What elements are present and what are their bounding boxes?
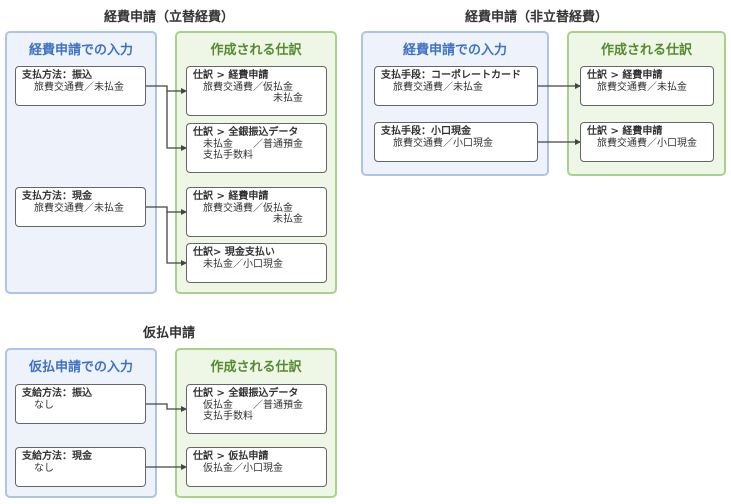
journal-box-expense: 仕訳 > 経費申請 旅費交通費／仮払金 未払金: [186, 66, 327, 116]
journal-box-heading: 仕訳 > 仮払申請: [193, 451, 269, 462]
input-box-heading: 支払方法：振込: [22, 70, 92, 81]
input-box-cash: 支払方法：現金 旅費交通費／未払金: [15, 187, 146, 227]
journal-box-line: 旅費交通費／未払金: [597, 81, 687, 93]
journal-box-advance-payment: 仕訳 > 仮払申請 仮払金／小口現金: [186, 447, 327, 487]
journal-box-line: 支払手数料: [203, 150, 253, 161]
journal-box-heading: 仕訳 > 経費申請: [587, 126, 663, 137]
section-title-advance-payment: 仮払申請: [143, 326, 196, 341]
journal-box-heading: 仕訳 > 経費申請: [193, 191, 269, 202]
output-panel-heading: 作成される仕訳: [210, 43, 302, 58]
connector-arrow: [146, 206, 187, 215]
section-title-reimbursed: 経費申請（立替経費）: [104, 10, 235, 25]
journal-box-line: 未払金: [203, 93, 303, 104]
journal-box-line: 旅費交通費／仮払金: [203, 202, 293, 214]
output-panel-heading: 作成される仕訳: [600, 43, 692, 58]
input-box-heading: 支払手段：小口現金: [381, 126, 471, 137]
input-box-entry: 旅費交通費／小口現金: [393, 137, 493, 149]
input-box-heading: 支払手段：コーポレートカード: [381, 70, 521, 81]
output-panel-heading: 作成される仕訳: [210, 360, 302, 375]
input-box-entry: なし: [34, 462, 54, 474]
journal-box-line: 旅費交通費／小口現金: [597, 137, 697, 149]
input-panel-heading: 仮払申請での入力: [28, 360, 133, 375]
input-box-petty-cash: 支払手段：小口現金 旅費交通費／小口現金: [374, 122, 538, 162]
connector-arrow: [166, 212, 187, 266]
journal-box-line: 旅費交通費／仮払金: [203, 81, 293, 93]
connector-arrow: [146, 403, 187, 412]
input-box-heading: 支払方法：現金: [22, 191, 92, 202]
input-box-heading: 支給方法：振込: [22, 388, 92, 399]
journal-box-line: 未払金／小口現金: [203, 258, 283, 270]
input-box-cash: 支給方法：現金 なし: [15, 447, 146, 487]
journal-box-line: 支払手数料: [203, 411, 253, 422]
journal-box-line: 未払金 ／普通預金: [203, 138, 303, 150]
journal-box-cash-payment: 仕訳> 現金支払い 未払金／小口現金: [186, 243, 327, 283]
input-box-entry: なし: [34, 399, 54, 411]
journal-box-line: 仮払金 ／普通預金: [203, 399, 303, 411]
journal-box-expense: 仕訳 > 経費申請 旅費交通費／未払金: [580, 66, 714, 106]
input-box-entry: 旅費交通費／未払金: [34, 81, 124, 93]
journal-box-line: 仮払金／小口現金: [203, 462, 283, 474]
journal-box-heading: 仕訳 > 経費申請: [587, 70, 663, 81]
input-box-corporate-card: 支払手段：コーポレートカード 旅費交通費／未払金: [374, 66, 538, 106]
input-box-bank-transfer: 支給方法：振込 なし: [15, 384, 146, 424]
input-box-entry: 旅費交通費／未払金: [34, 202, 124, 214]
input-box-heading: 支給方法：現金: [22, 451, 92, 462]
journal-box-heading: 仕訳 > 全銀振込データ: [193, 127, 299, 138]
input-panel-heading: 経費申請での入力: [28, 43, 133, 58]
connector-arrow: [146, 85, 187, 94]
journal-box-heading: 仕訳> 現金支払い: [193, 247, 275, 258]
journal-box-heading: 仕訳 > 経費申請: [193, 70, 269, 81]
input-panel-heading: 経費申請での入力: [402, 43, 507, 58]
journal-box-line: 未払金: [203, 214, 303, 225]
input-box-bank-transfer: 支払方法：振込 旅費交通費／未払金: [15, 66, 146, 106]
journal-box-zengin-transfer: 仕訳 > 全銀振込データ 仮払金 ／普通預金 支払手数料: [186, 384, 327, 434]
journal-box-heading: 仕訳 > 全銀振込データ: [193, 388, 299, 399]
journal-box-zengin-transfer: 仕訳 > 全銀振込データ 未払金 ／普通預金 支払手数料: [186, 123, 327, 173]
connector-arrow: [166, 91, 187, 151]
journal-box-expense: 仕訳 > 経費申請 旅費交通費／小口現金: [580, 122, 714, 162]
section-title-non-reimbursed: 経費申請（非立替経費）: [465, 10, 609, 25]
input-box-entry: 旅費交通費／未払金: [393, 81, 483, 93]
